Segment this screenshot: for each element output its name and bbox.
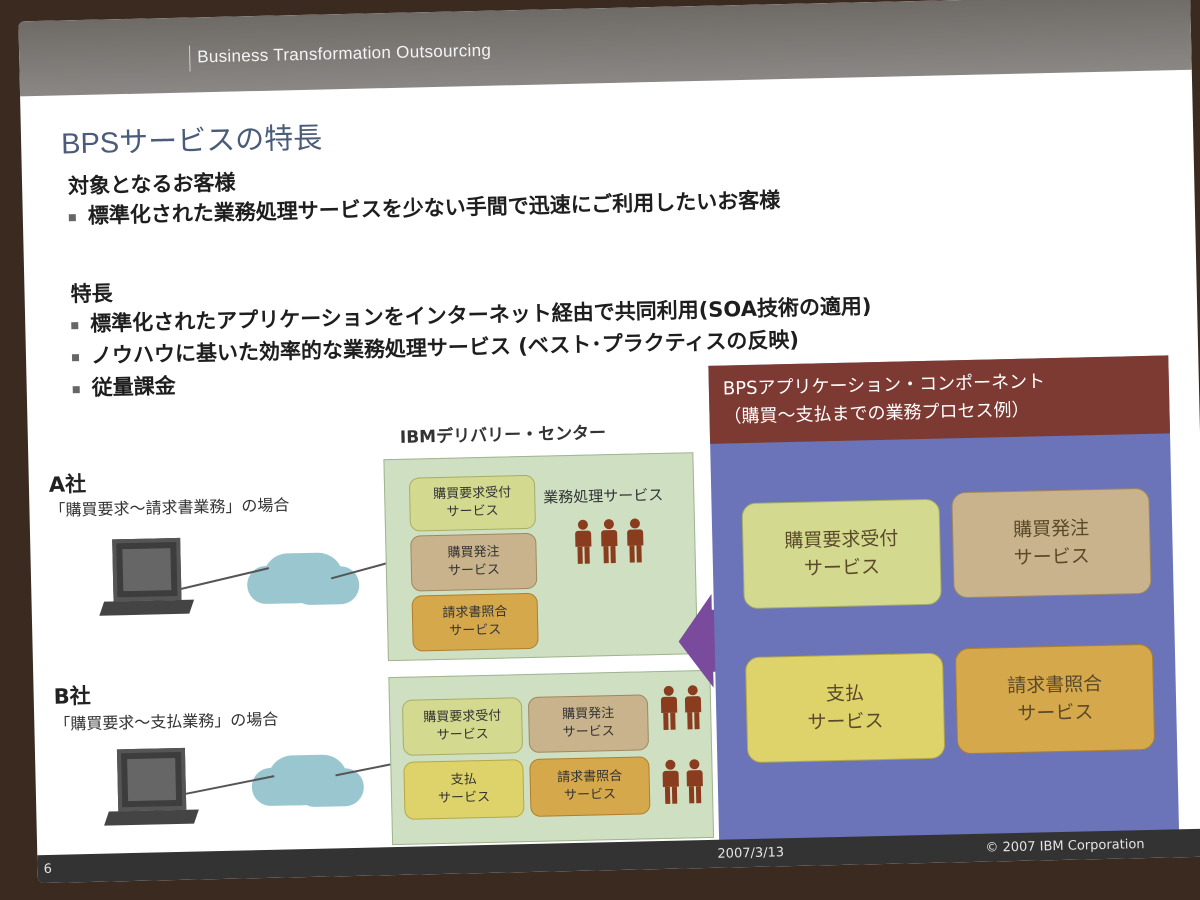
slide: Business Transformation Outsourcing BPSサ… [18,0,1200,884]
service-card: 支払サービス [403,759,525,820]
brand-title: Business Transformation Outsourcing [197,40,492,67]
cloud-icon [267,754,349,806]
delivery-box-b: 購買要求受付サービス 購買発注サービス 支払サービス 請求書照合サービス [388,669,715,846]
footer-copyright: © 2007 IBM Corporation [985,837,1145,856]
component-card: 支払サービス [744,652,946,764]
feature-bullet: 従量課金 [72,370,176,402]
laptop-icon [99,537,195,630]
delivery-center-title: IBMデリバリー・センター [399,423,607,448]
company-a-scope: 「購買要求～請求書業務」の場合 [49,495,290,520]
component-card: 購買要求受付サービス [741,498,942,610]
bullet-icon [72,385,80,393]
slide-title: BPSサービスの特長 [60,122,323,161]
person-icon [626,518,645,563]
company-b-scope: 「購買要求～支払業務」の場合 [54,709,279,734]
arrow-head-icon [678,593,714,688]
footer-date: 2007/3/13 [717,845,785,862]
person-icon [660,685,679,730]
service-card: 購買発注サービス [527,694,650,754]
company-a-name: A社 [48,471,87,497]
component-header: BPSアプリケーション・コンポーネント （購買～支払までの業務プロセス例） [708,355,1171,444]
component-panel: BPSアプリケーション・コンポーネント （購買～支払までの業務プロセス例） 購買… [708,355,1180,846]
bullet-text: 従量課金 [91,373,176,400]
header-band: Business Transformation Outsourcing [18,0,1192,97]
service-card: 請求書照合サービス [411,592,539,652]
features-heading: 特長 [70,281,113,307]
connection-line [185,775,275,795]
person-icon [684,685,703,730]
laptop-icon [104,747,199,840]
service-card: 請求書照合サービス [529,756,651,817]
service-card: 購買発注サービス [410,532,538,592]
person-icon [685,759,704,804]
person-icon [574,519,593,564]
header-separator [188,45,191,72]
service-card: 購買要求受付サービス [408,474,537,532]
processing-service-label: 業務処理サービス [543,485,664,507]
person-icon [661,759,680,804]
page-number: 6 [43,861,53,878]
component-card: 購買発注サービス [951,487,1152,599]
bullet-icon [71,321,79,329]
bullet-icon [71,353,80,361]
delivery-box-a: 購買要求受付サービス 購買発注サービス 請求書照合サービス 業務処理サービス [383,452,698,662]
person-icon [600,519,619,564]
service-card: 購買要求受付サービス [401,697,524,756]
company-b-name: B社 [53,683,91,709]
bullet-icon [68,213,76,221]
target-heading: 対象となるお客様 [67,170,236,199]
connection-line [181,567,270,590]
component-card: 請求書照合サービス [954,643,1156,755]
